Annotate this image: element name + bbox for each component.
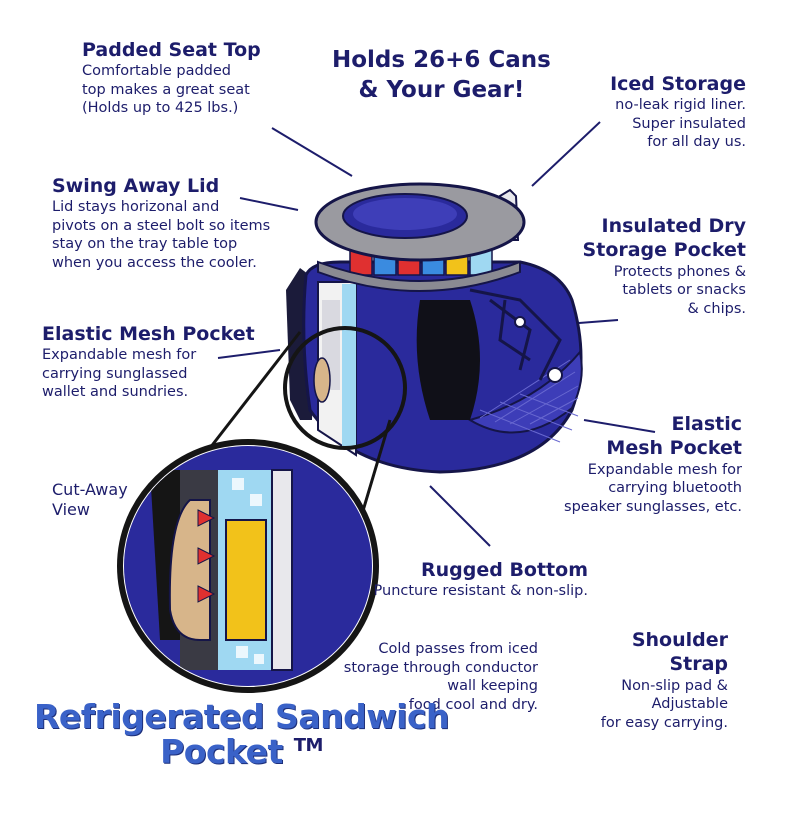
callout-title: Rugged Bottom [420,559,588,581]
callout-line: Puncture resistant & non-slip. [373,583,588,600]
callout-line: Super insulated [632,115,746,132]
callout-title: Elastic Mesh Pocket [42,323,255,345]
callout-line: stay on the tray table top [52,236,238,253]
callout-cut-away: Cut-Away View [52,480,128,521]
callout-line: wall keeping [447,678,538,695]
callout-line: top makes a great seat [82,81,250,98]
callout-line: Expandable mesh for [42,347,197,364]
callout-title: Swing Away Lid [52,175,220,197]
callout-line: (Holds up to 425 lbs.) [82,100,239,117]
callout-line: & chips. [687,300,746,317]
headline-line1: Holds 26+6 Cans [332,47,551,73]
callout-title: Storage Pocket [582,239,746,262]
callout-line: wallet and sundries. [42,384,189,401]
callout-title: Iced Storage [610,73,746,95]
callout-line: carrying bluetooth [608,480,742,497]
callout-line: View [52,500,90,520]
callout-shoulder-strap: Shoulder Strap Non-slip pad & Adjustable… [601,628,728,732]
magnifier-circle-icon [117,326,407,693]
callout-line: pivots on a steel bolt so items [52,217,271,234]
callout-line: speaker sunglasses, etc. [564,498,742,515]
brand-line1: Refrigerated Sandwich [34,697,450,736]
callout-line: Comfortable padded [82,63,232,80]
callout-title: Mesh Pocket [606,437,742,460]
callout-elastic-mesh-left: Elastic Mesh Pocket Expandable mesh for … [42,322,255,402]
brand-line2-wrap: Pocket TM [34,731,449,771]
trademark-mark: TM [293,734,324,756]
callout-title: Shoulder [631,629,728,651]
callout-line: for easy carrying. [600,714,728,731]
callout-iced-storage: Iced Storage no-leak rigid liner. Super … [610,72,746,152]
callout-title: Elastic [671,413,742,435]
callout-line: no-leak rigid liner. [615,97,746,114]
cooler-body [286,182,583,474]
cut-away-detail [124,446,372,686]
leader-lines [217,121,656,547]
callout-line: Adjustable [651,696,728,713]
callout-line: when you access the cooler. [52,254,257,271]
callout-line: carrying sunglassed [42,365,188,382]
callout-line: Non-slip pad & [621,677,728,694]
callout-line: Cold passes from iced [378,641,538,657]
brand-logo: Refrigerated Sandwich Pocket TM [34,697,450,771]
callout-line: for all day us. [647,134,746,151]
callout-padded-seat-top: Padded Seat Top Comfortable padded top m… [82,38,261,118]
callout-title: Strap [669,653,728,676]
callout-line: Lid stays horizonal and [52,199,220,216]
callout-cold-passes: Cold passes from iced storage through co… [344,640,538,714]
callout-title: Padded Seat Top [82,39,261,61]
callout-line: food cool and dry. [408,696,538,713]
callout-title: Insulated Dry [601,215,746,237]
callout-elastic-mesh-right: Elastic Mesh Pocket Expandable mesh for … [564,412,742,516]
callout-line: Expandable mesh for [587,461,742,478]
headline: Holds 26+6 Cans & Your Gear! [332,46,551,106]
callout-line: tablets or snacks [622,282,746,299]
headline-line2: & Your Gear! [358,76,525,103]
callout-line: Cut-Away [52,480,128,499]
callout-rugged-bottom: Rugged Bottom Puncture resistant & non-s… [374,558,588,601]
callout-line: storage through conductor [343,659,538,676]
callout-insulated-dry: Insulated Dry Storage Pocket Protects ph… [583,214,746,318]
callout-line: Protects phones & [613,263,746,280]
brand-line2: Pocket [160,731,283,771]
callout-swing-away-lid: Swing Away Lid Lid stays horizonal and p… [52,174,270,273]
